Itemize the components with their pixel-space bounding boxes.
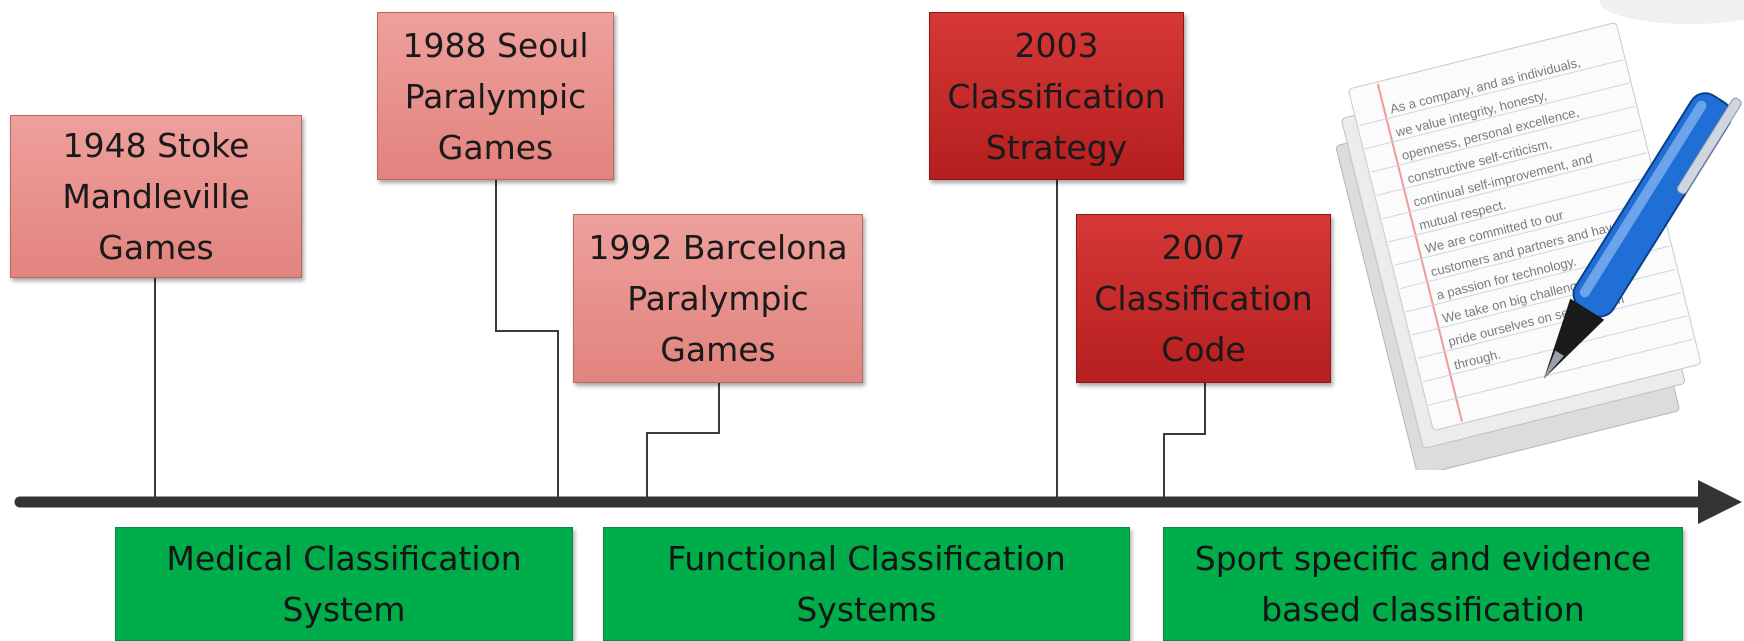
connector-2007 — [1163, 383, 1206, 497]
connector-1988 — [495, 180, 559, 497]
timeline-arrowhead — [1698, 480, 1742, 524]
milestone-1992-barcelona: 1992 Barcelona Paralympic Games — [573, 214, 863, 383]
milestone-1988-seoul: 1988 Seoul Paralympic Games — [377, 12, 614, 180]
era-functional-classification: Functional Classification Systems — [603, 527, 1130, 641]
era-sport-specific-classification: Sport specific and evidence based classi… — [1163, 527, 1683, 641]
pen-icon — [1543, 92, 1742, 379]
milestone-2007-code: 2007 Classification Code — [1076, 214, 1331, 383]
milestone-2003-strategy: 2003 Classification Strategy — [929, 12, 1184, 180]
document-page: As a company, and as individuals, we val… — [1348, 22, 1701, 431]
milestone-1948-stoke-mandleville: 1948 Stoke Mandleville Games — [10, 115, 302, 278]
document-pen-icon: As a company, and as individuals, we val… — [1335, 0, 1744, 470]
era-medical-classification: Medical Classification System — [115, 527, 573, 641]
connector-1992 — [646, 383, 720, 497]
